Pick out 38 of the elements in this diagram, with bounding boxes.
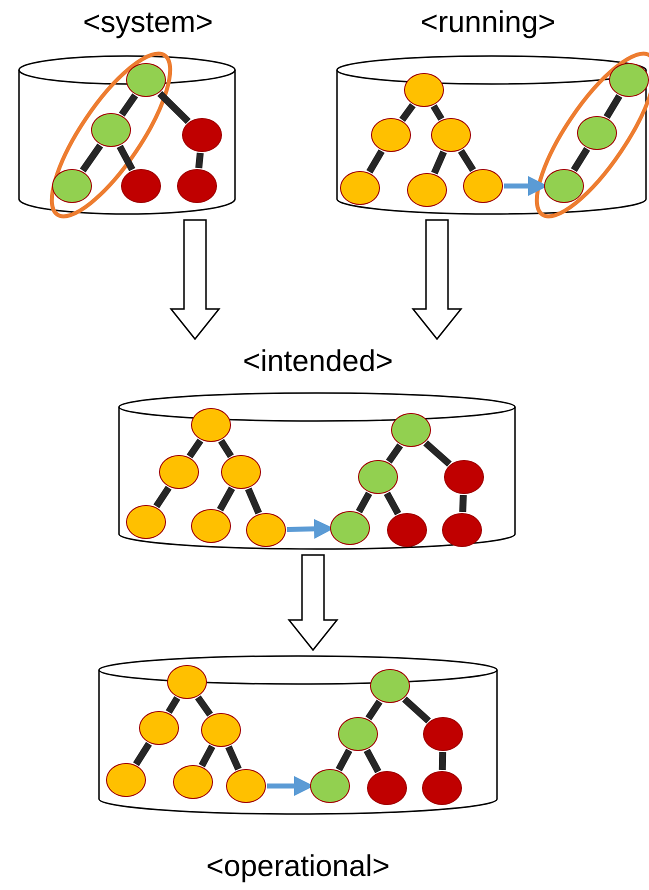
- tree-link: [80, 143, 104, 173]
- tree-link: [153, 486, 172, 508]
- datastore-label: <system>: [82, 5, 214, 41]
- tree-link: [430, 104, 444, 121]
- tree-link: [198, 744, 216, 768]
- tree-link: [366, 149, 385, 174]
- tree-link: [423, 440, 452, 467]
- block-arrow: [411, 219, 463, 340]
- tree-link: [384, 492, 402, 516]
- block-arrow: [169, 219, 221, 340]
- datastore-label: <intended>: [242, 344, 394, 380]
- tree-link: [166, 696, 180, 714]
- datastore-label: <operational>: [206, 849, 390, 885]
- tree-link: [438, 752, 446, 770]
- tree-link: [399, 103, 416, 122]
- tree-link: [431, 150, 447, 175]
- tree-link: [570, 147, 590, 172]
- tree-link: [216, 486, 236, 512]
- tree-link: [116, 144, 136, 172]
- tree-link: [225, 745, 242, 771]
- tree-link: [336, 748, 352, 772]
- tree-link: [186, 438, 204, 458]
- tree-link: [133, 742, 152, 766]
- tree-link: [118, 93, 138, 117]
- tree-link: [364, 748, 382, 774]
- tree-link: [366, 700, 382, 720]
- tree-link: [458, 149, 476, 172]
- datastore-label: <running>: [420, 5, 556, 41]
- tree-link: [245, 488, 262, 514]
- block-arrow: [287, 554, 339, 652]
- tree-link: [604, 94, 622, 119]
- tree-link: [356, 492, 372, 514]
- tree-link: [402, 696, 431, 724]
- tree-link: [218, 438, 234, 458]
- tree-link: [459, 494, 467, 512]
- tree-link: [386, 443, 404, 464]
- tree-link: [195, 152, 204, 168]
- tree-link: [195, 695, 213, 717]
